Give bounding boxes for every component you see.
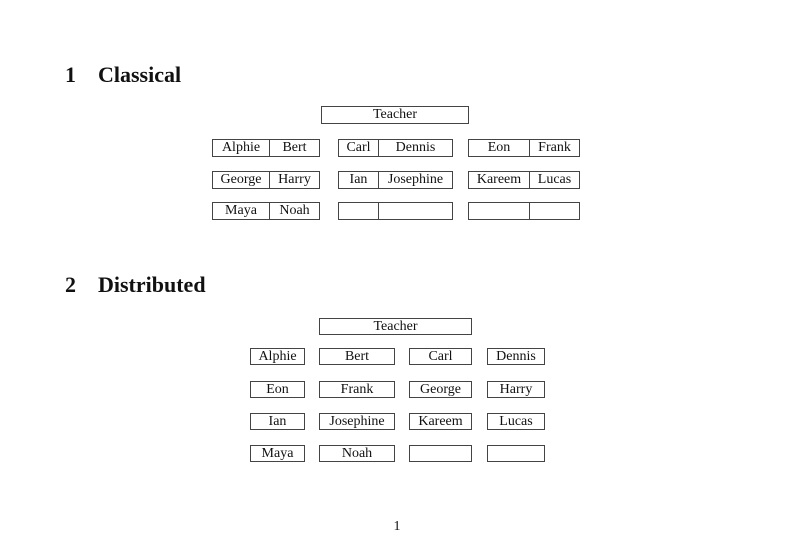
- seat: [379, 203, 452, 219]
- single-desk: Kareem: [409, 413, 472, 430]
- seat: [469, 203, 530, 219]
- single-desk: Frank: [319, 381, 395, 398]
- seat: Frank: [538, 140, 571, 155]
- desk: Kareem Lucas: [468, 171, 580, 189]
- single-desk: George: [409, 381, 472, 398]
- desk: Maya Noah: [212, 202, 320, 220]
- single-desk: Josephine: [319, 413, 395, 430]
- single-desk: Alphie: [250, 348, 305, 365]
- seat: Alphie: [213, 140, 270, 156]
- single-desk: Ian: [250, 413, 305, 430]
- single-desk: Lucas: [487, 413, 545, 430]
- seat: Bert: [282, 140, 307, 155]
- seat: Josephine: [387, 172, 444, 187]
- seat: Harry: [278, 172, 311, 187]
- section-title: Distributed: [98, 272, 206, 297]
- seat: Lucas: [537, 172, 572, 187]
- section-heading-classical: 1 Classical: [65, 63, 181, 87]
- single-desk: Maya: [250, 445, 305, 462]
- seat: Eon: [469, 140, 530, 156]
- single-desk: Carl: [409, 348, 472, 365]
- teacher-box: Teacher: [321, 106, 469, 124]
- seat: Carl: [339, 140, 379, 156]
- section-heading-distributed: 2 Distributed: [65, 273, 206, 297]
- desk: Ian Josephine: [338, 171, 453, 189]
- section-title: Classical: [98, 62, 182, 87]
- seat: Noah: [279, 203, 310, 218]
- seat: George: [213, 172, 270, 188]
- section-number: 1: [65, 62, 76, 87]
- teacher-label: Teacher: [373, 318, 418, 334]
- desk: Carl Dennis: [338, 139, 453, 157]
- single-desk: Eon: [250, 381, 305, 398]
- seat: [339, 203, 379, 219]
- single-desk: Bert: [319, 348, 395, 365]
- teacher-label: Teacher: [372, 107, 418, 122]
- section-number: 2: [65, 272, 76, 297]
- desk: Eon Frank: [468, 139, 580, 157]
- desk: [338, 202, 453, 220]
- desk: George Harry: [212, 171, 320, 189]
- seat: Ian: [339, 172, 379, 188]
- single-desk: [409, 445, 472, 462]
- teacher-box: Teacher: [319, 318, 472, 335]
- seat: [530, 203, 579, 219]
- single-desk: Noah: [319, 445, 395, 462]
- desk: Alphie Bert: [212, 139, 320, 157]
- seat: Kareem: [469, 172, 530, 188]
- page-number: 1: [393, 519, 401, 534]
- seat: Maya: [213, 203, 270, 219]
- seat: Dennis: [395, 140, 436, 155]
- desk: [468, 202, 580, 220]
- single-desk: Dennis: [487, 348, 545, 365]
- single-desk: Harry: [487, 381, 545, 398]
- single-desk: [487, 445, 545, 462]
